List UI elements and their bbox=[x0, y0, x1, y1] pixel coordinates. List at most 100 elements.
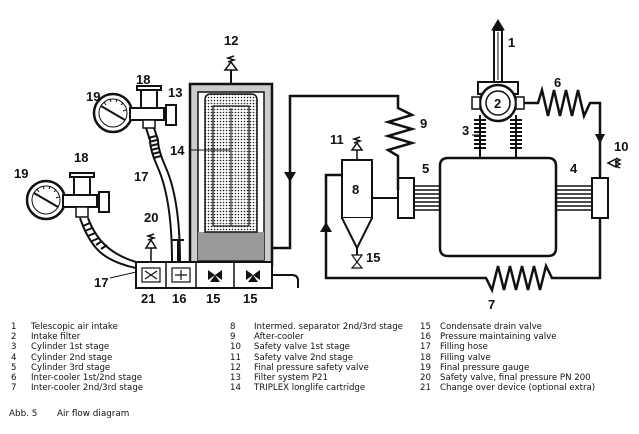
callout-18-lower: 18 bbox=[74, 150, 88, 165]
callout-6: 6 bbox=[554, 75, 561, 90]
filling-valve-upper bbox=[136, 85, 162, 109]
callout-21: 21 bbox=[141, 291, 155, 306]
filling-valve-lower bbox=[69, 172, 95, 196]
callout-numbers: 1 2 3 4 5 6 7 8 9 10 11 12 13 14 15 15 1… bbox=[14, 33, 628, 312]
legend-item-number: 9 bbox=[230, 332, 236, 343]
callout-7: 7 bbox=[488, 297, 495, 312]
callout-4: 4 bbox=[570, 161, 578, 176]
legend-item-number: 2 bbox=[11, 332, 17, 343]
legend-column-2: 8 Intermed. separator 2nd/3rd stage 9 After… bbox=[228, 322, 403, 393]
leader-17-lower bbox=[109, 271, 137, 279]
legend-item-label: After-cooler bbox=[254, 332, 304, 343]
callout-16: 16 bbox=[172, 291, 186, 306]
cylinder-1st-stage bbox=[474, 115, 522, 158]
legend-item-number: 11 bbox=[230, 352, 241, 363]
legend-item-label: Intermed. separator 2nd/3rd stage bbox=[254, 322, 403, 332]
legend-item-number: 17 bbox=[420, 342, 431, 353]
final-pressure-gauge-upper bbox=[92, 92, 177, 134]
legend-item-label: Cylinder 3rd stage bbox=[31, 362, 111, 373]
safety-valve-1st-stage bbox=[606, 157, 622, 169]
final-pressure-gauge-lower bbox=[25, 179, 110, 221]
legend-item-number: 6 bbox=[11, 373, 17, 384]
legend-item: 16 Pressure maintaining valve bbox=[420, 332, 595, 342]
after-cooler bbox=[272, 94, 417, 250]
legend-item: 1 Telescopic air intake bbox=[9, 322, 143, 332]
callout-15-separator: 15 bbox=[366, 250, 380, 265]
callout-15-right: 15 bbox=[243, 291, 257, 306]
legend-item: 11 Safety valve 2nd stage bbox=[228, 353, 403, 363]
callout-19-upper: 19 bbox=[86, 89, 100, 104]
safety-valve-final-pressure bbox=[144, 233, 158, 262]
legend-item-number: 13 bbox=[230, 373, 241, 384]
callout-2: 2 bbox=[494, 96, 501, 111]
legend-item-number: 15 bbox=[420, 322, 431, 332]
air-flow-diagram: 1 2 3 4 5 6 7 8 9 10 11 12 13 14 15 15 1… bbox=[14, 19, 628, 312]
legend-item-label: Safety valve, final pressure PN 200 bbox=[440, 373, 591, 384]
legend-item-number: 19 bbox=[420, 362, 431, 373]
callout-11: 11 bbox=[330, 132, 344, 147]
legend-item-number: 20 bbox=[420, 373, 431, 384]
callout-17-upper: 17 bbox=[134, 169, 148, 184]
final-pressure-safety-valve bbox=[223, 55, 239, 71]
legend-item: 8 Intermed. separator 2nd/3rd stage bbox=[228, 322, 403, 332]
callout-5: 5 bbox=[422, 161, 429, 176]
inter-cooler-1st-2nd bbox=[524, 85, 605, 178]
legend-item-label: Safety valve 1st stage bbox=[254, 342, 350, 353]
legend-item-label: Condensate drain valve bbox=[440, 322, 542, 332]
telescopic-air-intake bbox=[491, 19, 505, 83]
filter-system-p21 bbox=[188, 70, 274, 268]
intake-filter bbox=[471, 81, 525, 123]
callout-15-left: 15 bbox=[206, 291, 220, 306]
callout-18-upper: 18 bbox=[136, 72, 150, 87]
legend-item-label: Inter-cooler 2nd/3rd stage bbox=[31, 383, 144, 394]
legend-item-number: 10 bbox=[230, 342, 241, 353]
cylinder-3rd-stage bbox=[397, 177, 440, 219]
callout-8: 8 bbox=[352, 182, 359, 197]
legend-column-3: 15 Condensate drain valve 16 Pressure maint… bbox=[420, 322, 595, 393]
pressure-maintaining-valve bbox=[172, 239, 184, 262]
legend-item-number: 3 bbox=[11, 342, 17, 353]
legend-item-label: Cylinder 2nd stage bbox=[31, 352, 113, 363]
callout-3: 3 bbox=[462, 123, 469, 138]
callout-20: 20 bbox=[144, 210, 158, 225]
legend-item-number: 7 bbox=[11, 383, 17, 394]
legend-item-label: Cylinder 1st stage bbox=[31, 342, 110, 353]
legend-item-number: 16 bbox=[420, 332, 431, 343]
cylinder-2nd-stage bbox=[556, 177, 609, 219]
legend-item: 6 Inter-cooler 1st/2nd stage bbox=[9, 373, 143, 383]
compressor-crankcase bbox=[438, 156, 558, 258]
legend-item-label: TRIPLEX longlife cartridge bbox=[254, 383, 366, 394]
legend-item-label: Telescopic air intake bbox=[31, 322, 118, 332]
callout-14: 14 bbox=[170, 143, 185, 158]
legend-item-label: Inter-cooler 1st/2nd stage bbox=[31, 373, 143, 384]
inter-cooler-2nd-3rd bbox=[320, 173, 602, 294]
legend-item-number: 18 bbox=[420, 352, 431, 363]
legend-item: 18 Filling valve bbox=[420, 353, 595, 363]
filling-hose-lower bbox=[79, 217, 137, 269]
legend-item-number: 1 bbox=[11, 322, 17, 332]
legend-item-label: Pressure maintaining valve bbox=[440, 332, 557, 343]
legend-item-label: Intake filter bbox=[31, 332, 81, 343]
legend-item-label: Safety valve 2nd stage bbox=[254, 352, 354, 363]
callout-13: 13 bbox=[168, 85, 182, 100]
legend-item-number: 21 bbox=[420, 383, 431, 394]
callout-12: 12 bbox=[224, 33, 238, 48]
callout-17-lower: 17 bbox=[94, 275, 108, 290]
legend-item: 15 Condensate drain valve bbox=[420, 322, 595, 332]
figure-title: Air flow diagram bbox=[57, 409, 130, 419]
legend-item-label: Filling valve bbox=[440, 352, 491, 363]
legend-item: 3 Cylinder 1st stage bbox=[9, 342, 143, 352]
condensate-drain-valves bbox=[208, 270, 260, 282]
legend-item-number: 8 bbox=[230, 322, 236, 332]
callout-9: 9 bbox=[420, 116, 427, 131]
legend-item-number: 4 bbox=[11, 352, 17, 363]
